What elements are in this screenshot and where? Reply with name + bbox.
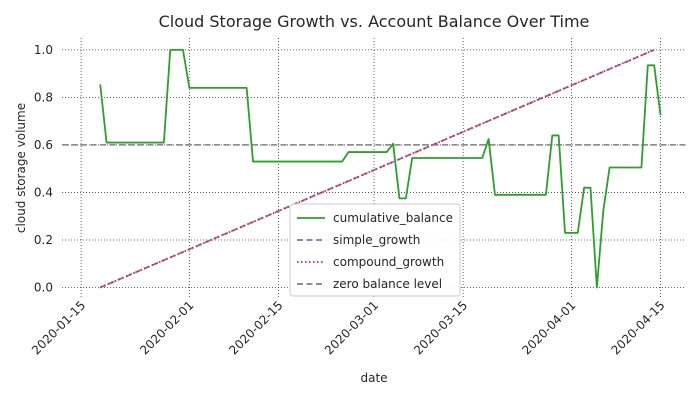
- chart-title: Cloud Storage Growth vs. Account Balance…: [159, 12, 590, 31]
- legend-label: compound_growth: [333, 255, 444, 269]
- y-tick-label: 0.8: [34, 90, 53, 104]
- legend-label: zero balance level: [333, 277, 442, 291]
- legend: cumulative_balance simple_growth compound_…: [289, 203, 461, 297]
- y-tick-label: 0.6: [34, 138, 53, 152]
- y-tick-label: 1.0: [34, 43, 53, 57]
- legend-box: [289, 203, 461, 297]
- x-axis-label: date: [360, 371, 387, 385]
- y-axis-ticks: 0.0 0.2 0.4 0.6 0.8 1.0: [34, 43, 53, 295]
- series-group: [62, 48, 686, 289]
- legend-label: cumulative_balance: [333, 211, 453, 225]
- series-compound-growth-line: [99, 49, 655, 289]
- y-tick-label: 0.4: [34, 185, 53, 199]
- series-cumulative-balance-line: [99, 48, 662, 289]
- y-tick-label: 0.0: [34, 280, 53, 294]
- y-tick-label: 0.2: [34, 233, 53, 247]
- y-axis-label: cloud storage volume: [14, 103, 28, 233]
- legend-label: simple_growth: [333, 233, 420, 247]
